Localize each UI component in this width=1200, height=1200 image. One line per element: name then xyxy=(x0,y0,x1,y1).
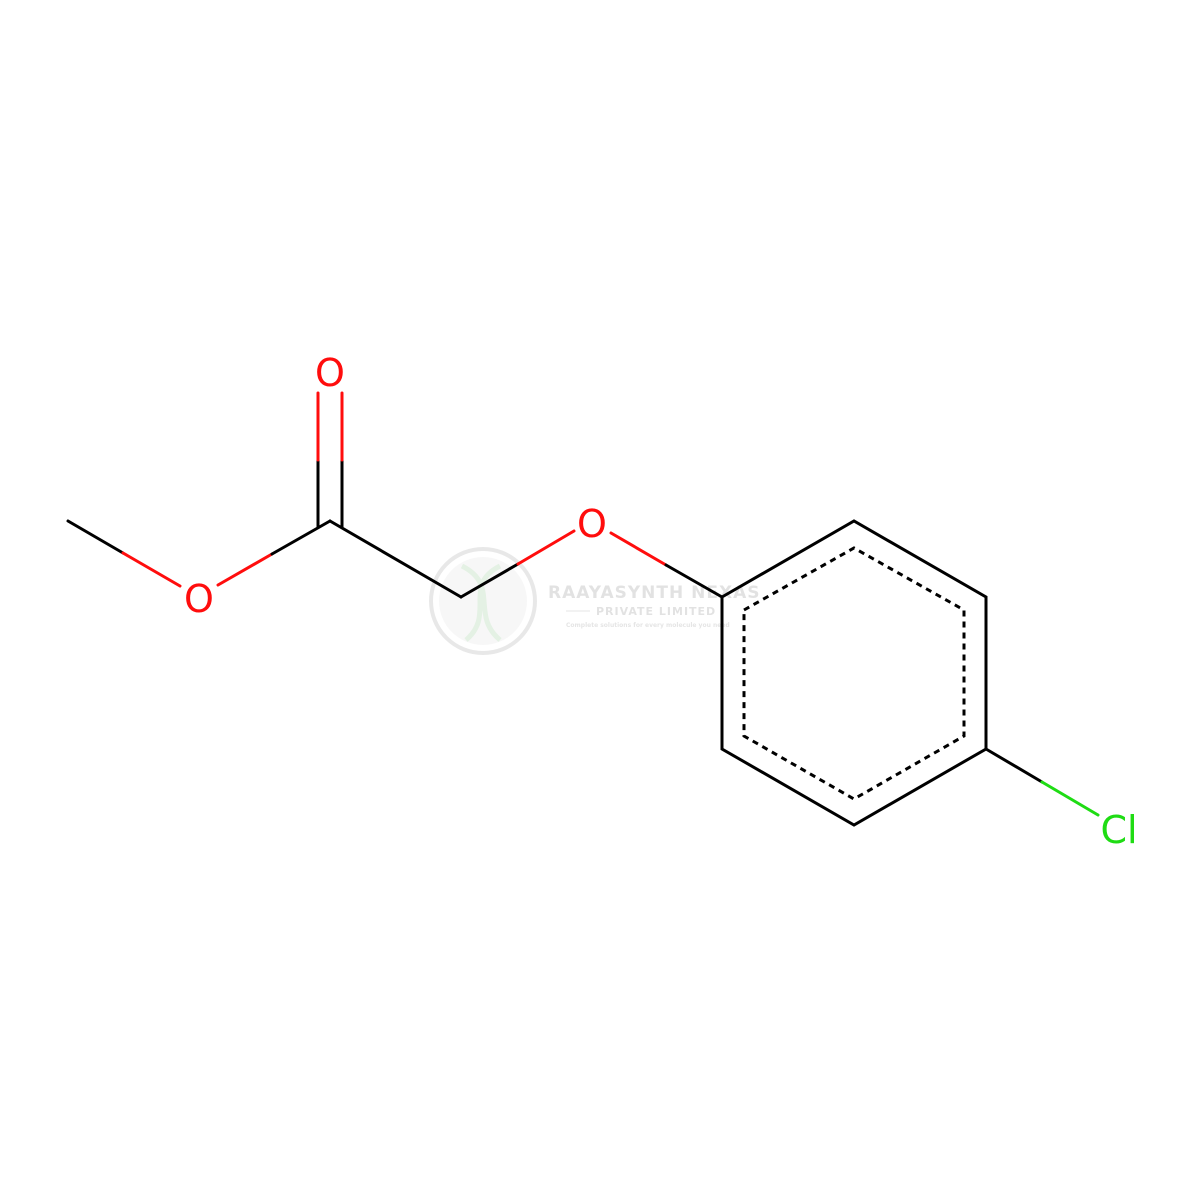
bond-carbonyl-ch2 xyxy=(328,519,463,599)
bonds xyxy=(66,391,1100,827)
atom-labels: O O O Cl xyxy=(184,351,1138,852)
bond-o-carbonyl xyxy=(270,519,332,556)
benzene-aromatic-dashed xyxy=(742,546,966,801)
atom-ester-oxygen: O xyxy=(184,577,214,621)
bond-ring-cl xyxy=(984,747,1044,784)
benzene-ring xyxy=(720,519,988,827)
bond-o-ring-red xyxy=(609,531,668,567)
bond-ch2-o-red xyxy=(516,529,576,566)
atom-chlorine: Cl xyxy=(1100,808,1137,852)
bond-o-carbonyl-red xyxy=(216,552,274,587)
watermark-subtitle: PRIVATE LIMITED xyxy=(596,605,716,618)
bond-ring-cl-green xyxy=(1040,780,1100,817)
watermark-helix-icon xyxy=(460,563,502,642)
bond-methyl-o-red xyxy=(121,551,182,588)
atom-carbonyl-oxygen: O xyxy=(315,351,345,395)
bond-o-ring xyxy=(664,563,724,599)
atom-ether-oxygen: O xyxy=(577,502,607,546)
bond-ch2-o xyxy=(459,562,520,599)
bond-methyl-o xyxy=(66,519,125,555)
watermark: RAAYASYNTH NEXAS PRIVATE LIMITED Complet… xyxy=(429,547,760,655)
watermark-tagline: Complete solutions for every molecule yo… xyxy=(566,622,730,629)
watermark-logo-circle xyxy=(429,547,537,655)
